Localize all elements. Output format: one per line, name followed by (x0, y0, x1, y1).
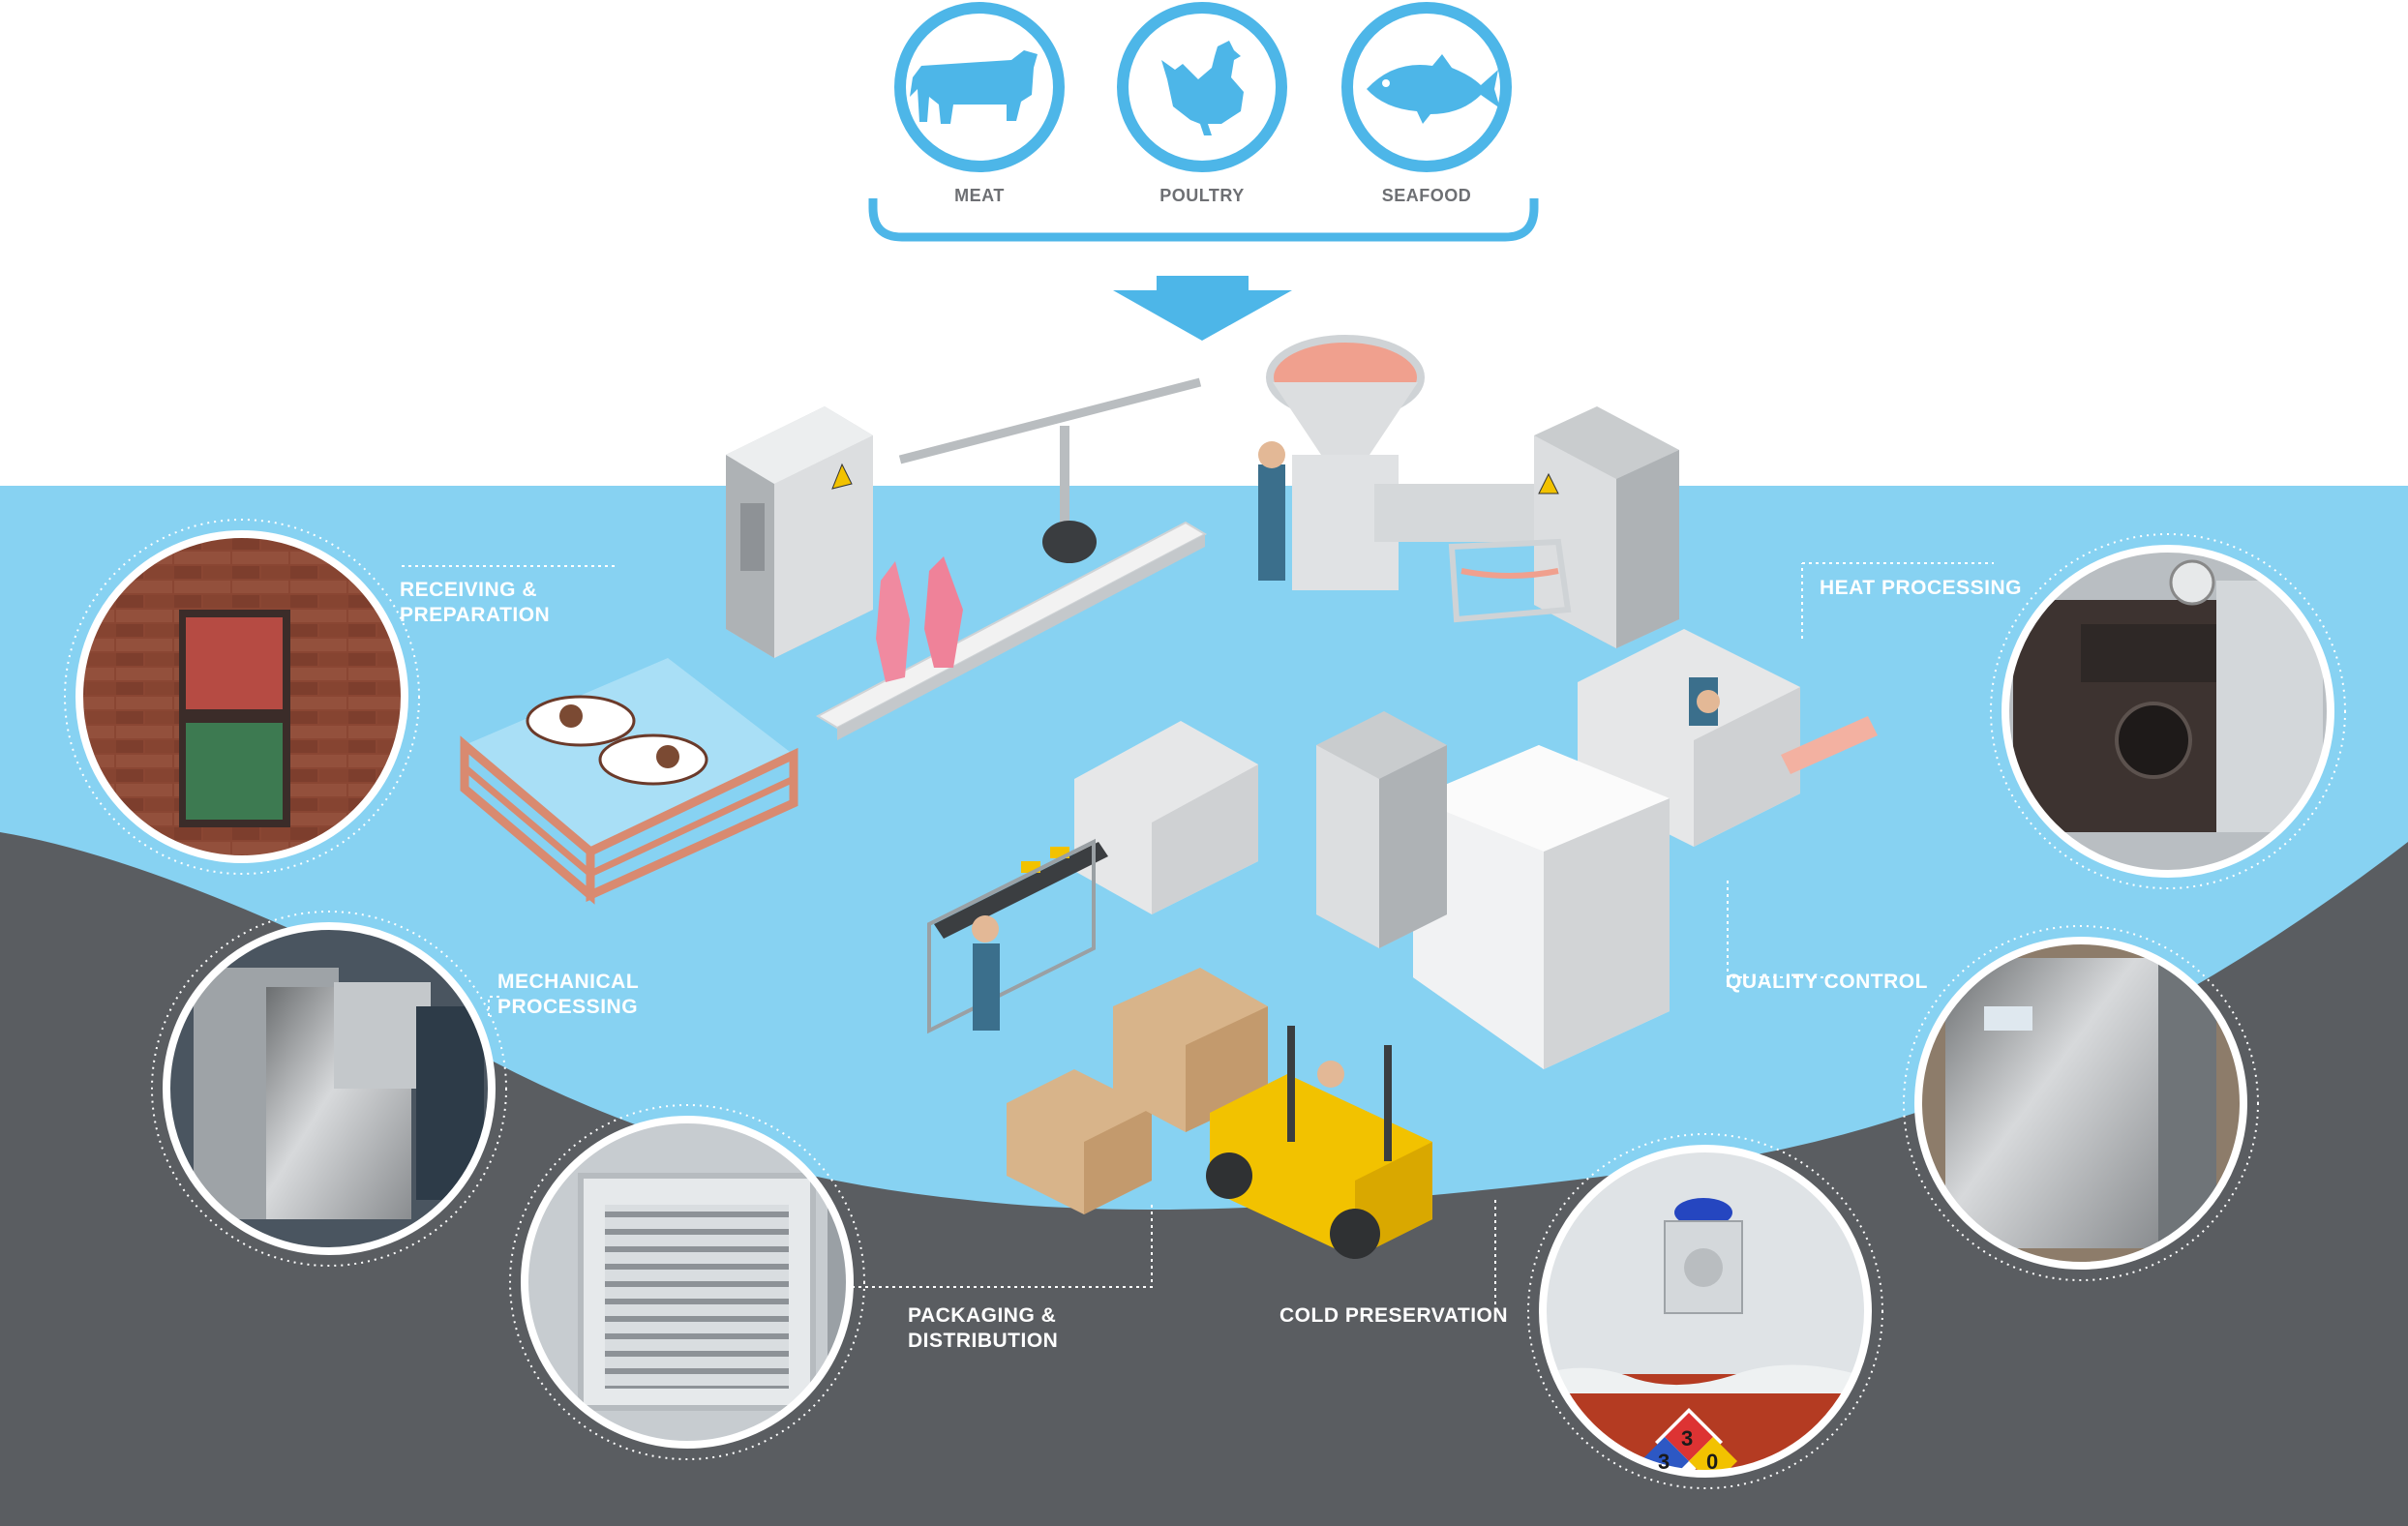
electrical-cabinet-center (1316, 711, 1447, 948)
connector-lines (402, 562, 1994, 1316)
stage-label-cold: COLD PRESERVATION (1279, 1304, 1509, 1327)
source-label-meat: MEAT (954, 186, 1005, 205)
grinder-machine (1258, 335, 1549, 590)
stage-label-quality: QUALITY CONTROL (1726, 971, 1928, 993)
source-icons (868, 2, 1539, 242)
source-label-poultry: POULTRY (1159, 186, 1245, 205)
stage-label-receiving: RECEIVING & PREPARATION (400, 579, 551, 626)
source-label-seafood: SEAFOOD (1381, 186, 1472, 205)
electrical-cabinet-right (1534, 406, 1679, 648)
photo-packaging (525, 1120, 850, 1445)
photo-receiving (79, 534, 405, 859)
cattle-pen (460, 658, 798, 905)
photo-quality (1918, 941, 2243, 1266)
photo-heat (2005, 549, 2331, 874)
chicken-icon (1161, 41, 1244, 135)
stage-label-packaging: PACKAGING & DISTRIBUTION (908, 1304, 1059, 1352)
hazard-digit-top: 3 (1681, 1426, 1694, 1451)
sausage-rack (1448, 538, 1572, 623)
oven-station (927, 721, 1258, 1034)
cold-room (1413, 745, 1670, 1069)
fish-icon (1367, 54, 1500, 124)
cow-icon (910, 50, 1038, 124)
forklift (1206, 1026, 1432, 1259)
hazard-digit-left: 3 (1658, 1450, 1671, 1474)
photo-mechanical (166, 926, 492, 1251)
photo-cold (1543, 1149, 1868, 1474)
hanging-line (815, 377, 1208, 740)
electrical-cabinet-left (726, 406, 873, 658)
stage-label-heat: HEAT PROCESSING (1820, 577, 2022, 599)
hazard-digit-right: 0 (1706, 1450, 1719, 1474)
stage-label-mechanical: MECHANICAL PROCESSING (497, 971, 640, 1018)
down-arrow (1113, 276, 1292, 341)
